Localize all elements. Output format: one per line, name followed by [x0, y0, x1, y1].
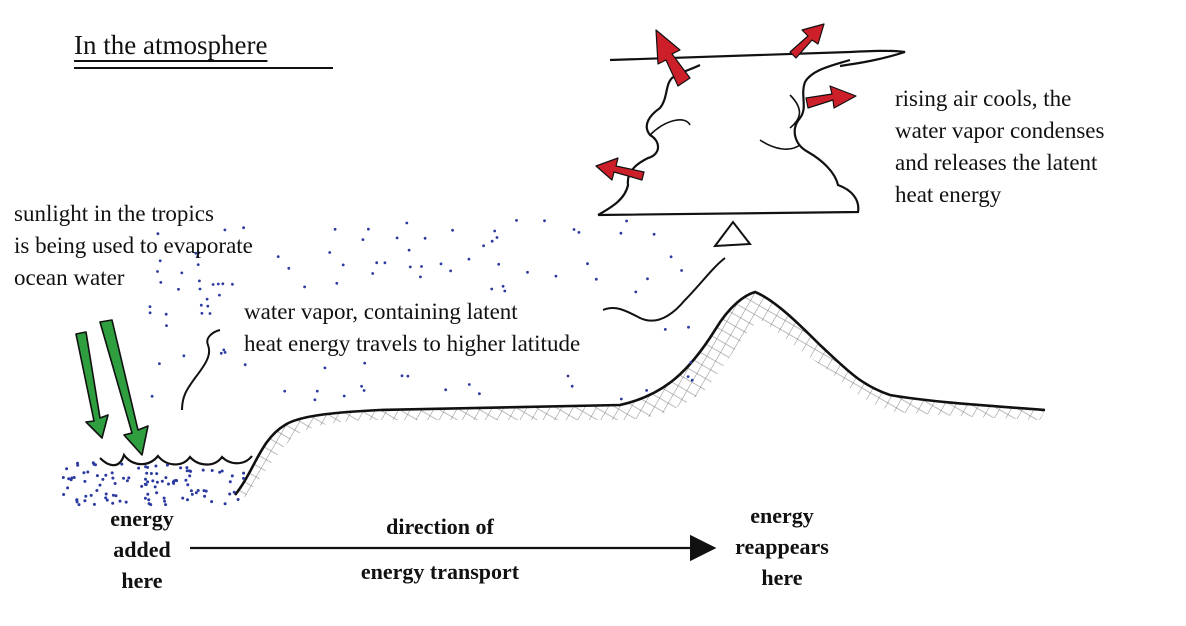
energy-added-line: energy	[110, 506, 174, 531]
ocean-dots	[61, 461, 246, 507]
heat-release-arrows	[595, 23, 857, 181]
energy-reappears-line: energy	[750, 503, 814, 528]
sunlight-label-line: sunlight in the tropics	[14, 201, 214, 226]
sunlight-label-line: is being used to evaporate	[14, 233, 253, 258]
ocean-surface	[99, 452, 253, 467]
vapor-squiggle-left	[181, 329, 221, 411]
energy-reappears-line: here	[761, 565, 803, 590]
land-mass	[233, 290, 1046, 497]
cloud-label-line: rising air cools, the	[895, 86, 1072, 111]
cloud-label-line: heat energy	[895, 182, 1002, 207]
energy-reappears-label: energy reappears here	[712, 500, 852, 593]
energy-added-label: energy added here	[92, 503, 192, 596]
diagram-title: In the atmosphere	[74, 30, 268, 60]
vapor-label-line: heat energy travels to higher latitude	[244, 331, 581, 356]
cloud-label-line: and releases the latent	[895, 150, 1098, 175]
energy-added-line: here	[121, 568, 163, 593]
vapor-squiggle-right	[602, 257, 726, 322]
vapor-dots	[148, 219, 694, 402]
energy-reappears-line: reappears	[735, 534, 829, 559]
sunlight-label: sunlight in the tropics is being used to…	[14, 198, 253, 294]
energy-added-line: added	[113, 537, 171, 562]
direction-label-top: direction of	[386, 514, 494, 539]
vapor-label-line: water vapor, containing latent	[244, 299, 518, 324]
sunlight-arrows	[75, 319, 149, 456]
vapor-label: water vapor, containing latent heat ener…	[244, 296, 580, 360]
cloud	[597, 49, 906, 217]
direction-label-bottom: energy transport	[360, 559, 520, 584]
rising-air-arrow	[712, 220, 752, 248]
sunlight-label-line: ocean water	[14, 265, 125, 290]
cloud-label-line: water vapor condenses	[895, 118, 1105, 143]
cloud-label: rising air cools, the water vapor conden…	[895, 83, 1104, 211]
